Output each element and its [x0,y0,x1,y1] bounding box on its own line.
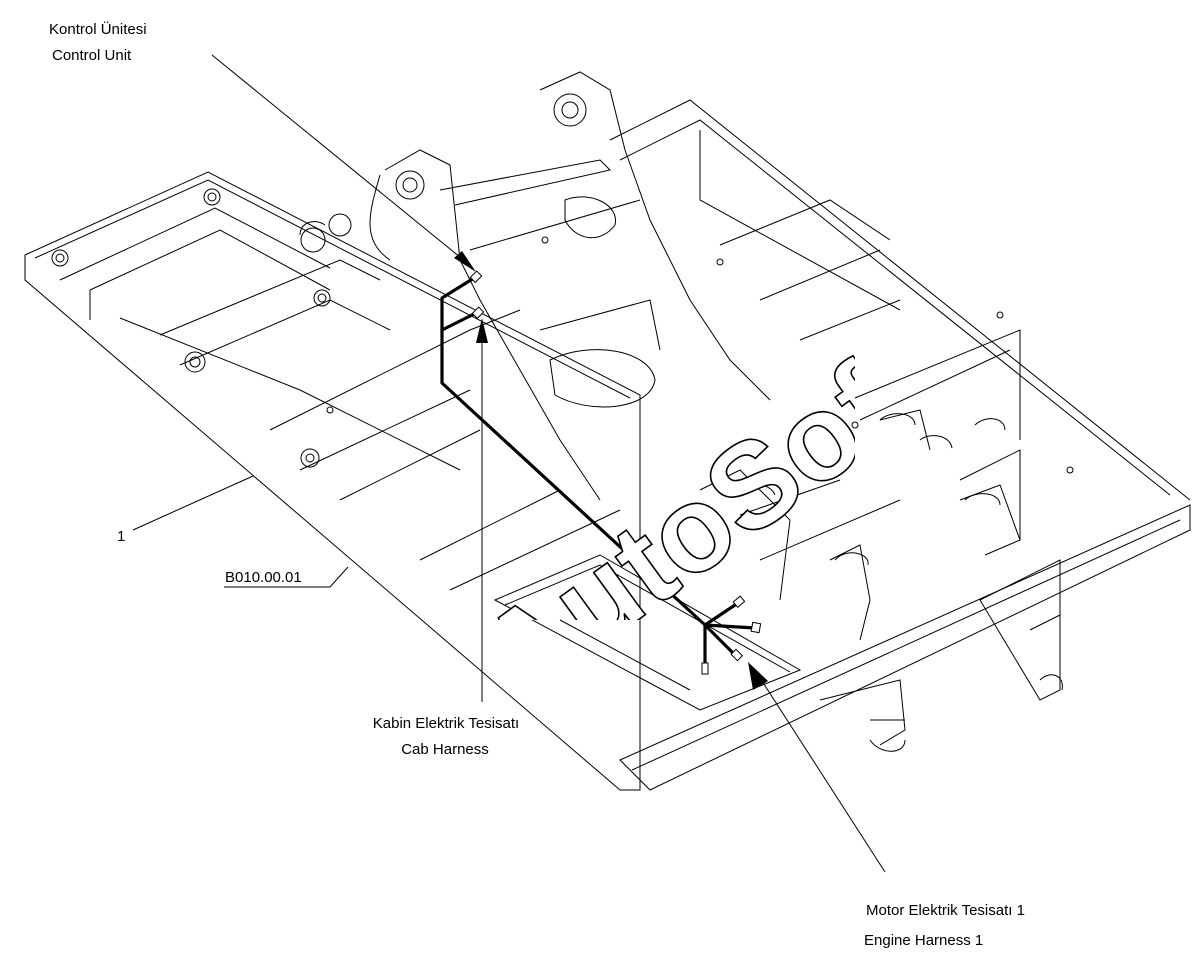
control-unit-label-tr: Kontrol Ünitesi [49,21,147,38]
item-number-leader [132,475,254,531]
engine-harness-leader [759,677,886,873]
engine-harness-arrowhead [748,662,768,690]
control-unit-label-en: Control Unit [52,47,132,64]
item-number-label: 1 [117,528,126,545]
engine-harness-label-en: Engine Harness 1 [864,932,984,949]
control-unit-arrowhead [454,251,476,272]
part-code-underline [224,566,349,588]
mounting-holes [51,188,1074,474]
control-unit-leader [211,54,467,263]
part-code-label: B010.00.01 [225,569,302,586]
front-beam [619,504,1191,791]
engine-harness-label-tr: Motor Elektrik Tesisatı 1 [866,902,1025,919]
right-frame-rail [609,99,1191,540]
cab-harness-label-en: Cab Harness [401,741,489,758]
cross-members [493,409,1021,752]
cab-harness-arrowhead [476,318,488,343]
left-frame-rail [24,171,641,791]
cab-harness-label-tr: Kabin Elektrik Tesisatı [372,715,520,732]
